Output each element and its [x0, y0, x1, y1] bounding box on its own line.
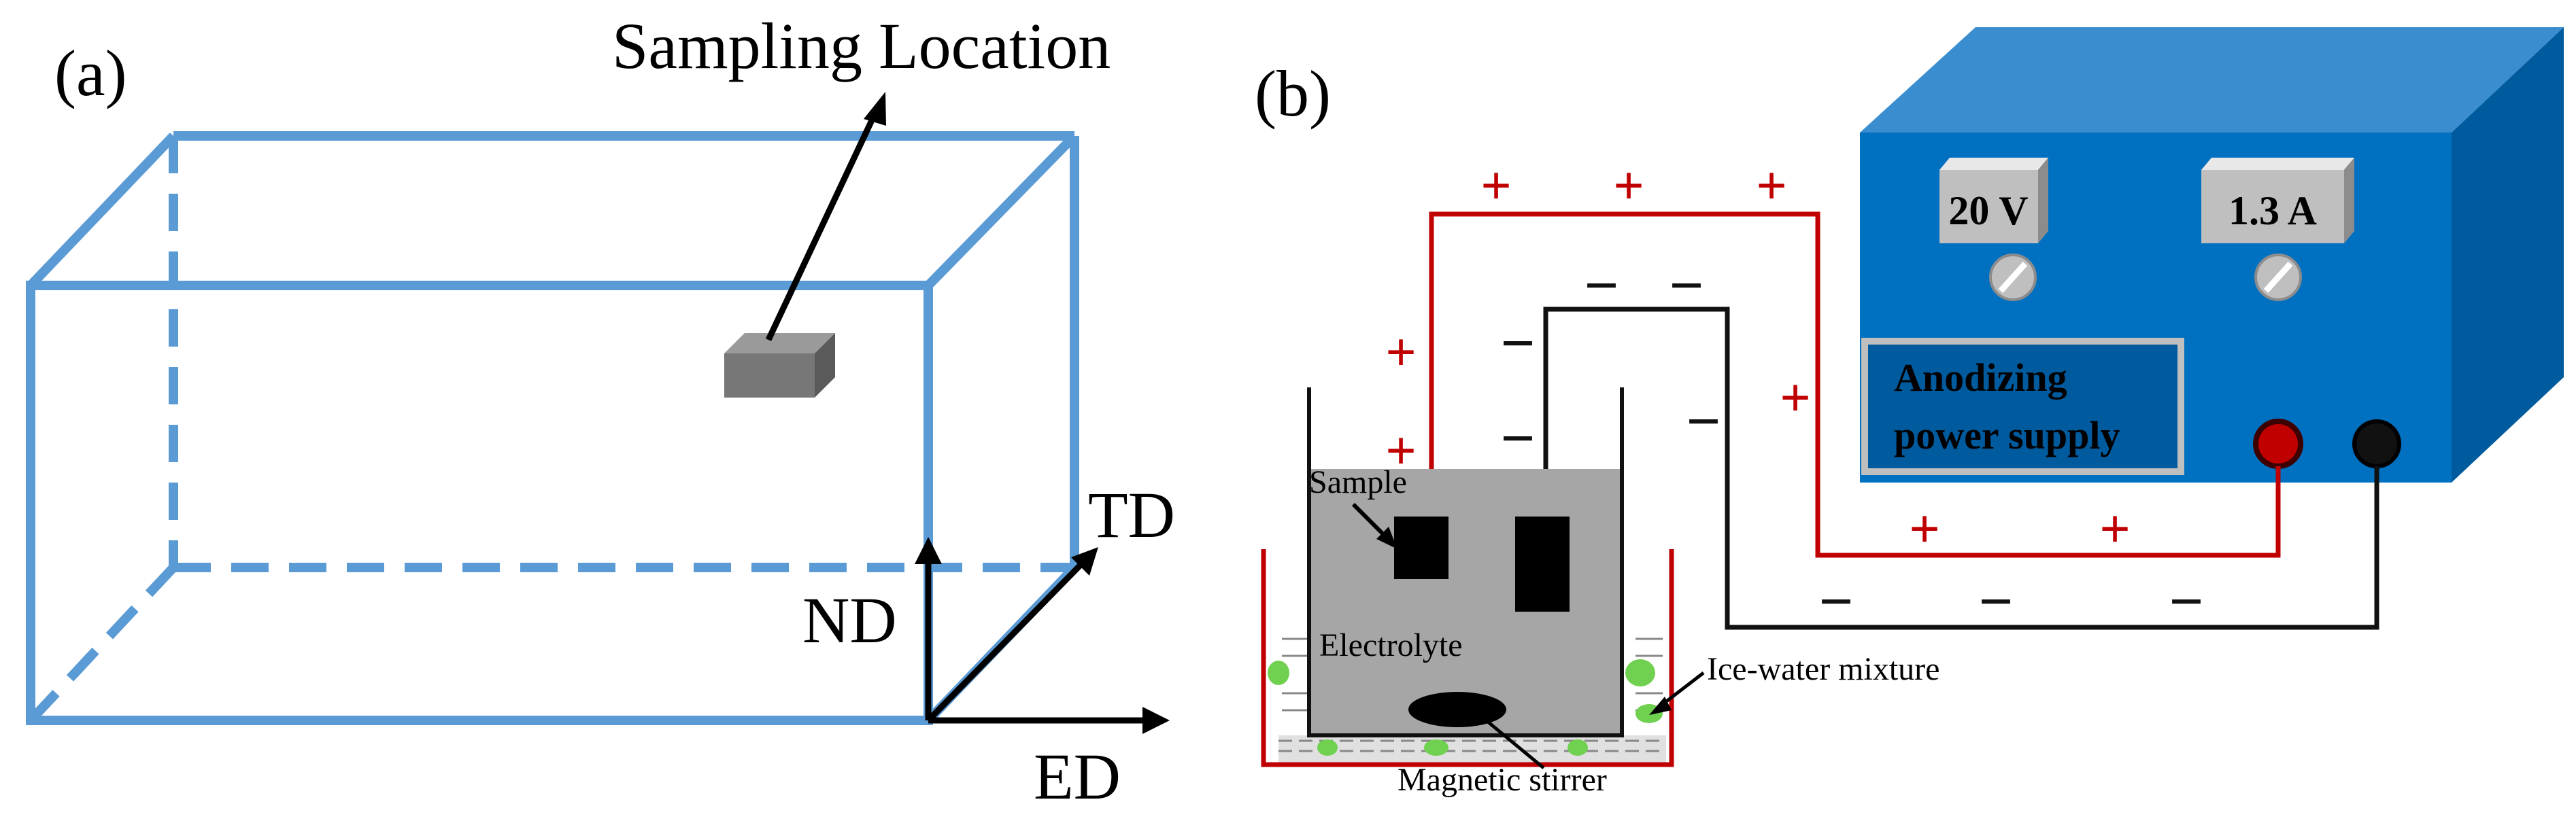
ed-arrowhead	[1142, 707, 1170, 734]
ice-cube	[1424, 739, 1448, 756]
ice-cubes	[1268, 659, 1663, 756]
sample-pointer	[1351, 502, 1389, 540]
sample-label: Sample	[1309, 464, 1407, 500]
positive-terminal[interactable]	[2253, 419, 2303, 469]
sampling-location-label: Sampling Location	[612, 10, 1111, 82]
sampling-location-arrow	[765, 107, 881, 341]
panel-a: (a) Sampling Location	[26, 10, 1175, 813]
negative-terminal[interactable]	[2352, 419, 2401, 468]
current-value: 1.3 A	[2228, 188, 2317, 233]
positive-wire	[1429, 211, 2281, 558]
voltage-knob-icon[interactable]	[1989, 254, 2037, 301]
beaker-wall	[1307, 387, 1624, 737]
plus-sign: +	[1756, 156, 1787, 216]
sample-block	[724, 333, 835, 398]
ice-cube	[1317, 739, 1338, 756]
current-display: 1.3 A	[2201, 158, 2354, 243]
counter-electrode	[1515, 517, 1570, 612]
td-arrowhead	[1071, 547, 1098, 576]
minus-sign: −	[1818, 568, 1853, 635]
nameplate-line-2: power supply	[1894, 413, 2120, 457]
magnetic-stirrer-bar	[1408, 692, 1506, 727]
box-edge-top-left	[27, 133, 177, 289]
sample-pointer-head	[1376, 527, 1397, 549]
rolled-plate-box	[26, 131, 1079, 725]
sampling-location-arrowhead	[864, 92, 886, 126]
power-supply-nameplate	[1861, 338, 2184, 475]
ice-cube	[1567, 739, 1588, 756]
voltage-display: 20 V	[1939, 158, 2048, 243]
plus-sign: +	[1780, 368, 1811, 428]
nd-arrowhead	[915, 537, 942, 564]
td-label: TD	[1088, 478, 1175, 551]
minus-sign: −	[1978, 568, 2013, 635]
sample-electrode	[1394, 517, 1448, 579]
box-edge-top-right	[924, 133, 1079, 289]
minus-sign: −	[1686, 388, 1721, 455]
plus-sign: +	[1613, 156, 1644, 216]
beaker	[1307, 387, 1624, 737]
ice-water-label: Ice-water mixture	[1707, 651, 1939, 687]
minus-sign: −	[2169, 568, 2203, 635]
ice-cube	[1268, 661, 1289, 685]
negative-wire	[1543, 307, 2379, 630]
ed-label: ED	[1034, 740, 1121, 813]
minus-sign: −	[1584, 252, 1619, 319]
plus-sign: +	[1480, 156, 1512, 216]
stirrer-pointer	[1483, 718, 1545, 769]
power-supply: 20 V 1.3 A Anodizing power supply	[1860, 27, 2564, 483]
ice-water-lines-left	[1282, 637, 1309, 712]
box-front-face	[26, 281, 933, 725]
panel-a-label: (a)	[54, 37, 127, 109]
plus-sign: +	[2099, 500, 2131, 559]
voltage-value: 20 V	[1948, 188, 2028, 233]
box-hidden-edge-bottom-left	[27, 564, 177, 724]
power-supply-side	[2452, 27, 2564, 483]
coordinate-axes	[925, 554, 1149, 724]
current-knob-icon[interactable]	[2254, 254, 2302, 301]
panel-b: (b) 20 V 1.3 A	[1255, 27, 2564, 798]
stirrer-label: Magnetic stirrer	[1397, 762, 1607, 798]
ice-bath	[1261, 549, 1674, 767]
panel-b-label: (b)	[1255, 57, 1331, 130]
nd-label: ND	[802, 584, 897, 657]
negative-signs: − − − − − − − −	[1500, 252, 2203, 635]
plus-sign: +	[1385, 323, 1417, 383]
nameplate-line-1: Anodizing	[1894, 355, 2067, 400]
ice-water-pointer-head	[1649, 697, 1672, 715]
minus-sign: −	[1669, 252, 1704, 319]
electrolyte-label: Electrolyte	[1319, 627, 1463, 663]
minus-sign: −	[1500, 310, 1535, 377]
plus-sign: +	[1909, 500, 1940, 559]
ice-bath-container	[1261, 549, 1674, 767]
td-axis	[926, 558, 1087, 723]
ice-cube	[1625, 659, 1655, 686]
minus-sign: −	[1500, 405, 1535, 472]
power-supply-top	[1860, 27, 2564, 133]
